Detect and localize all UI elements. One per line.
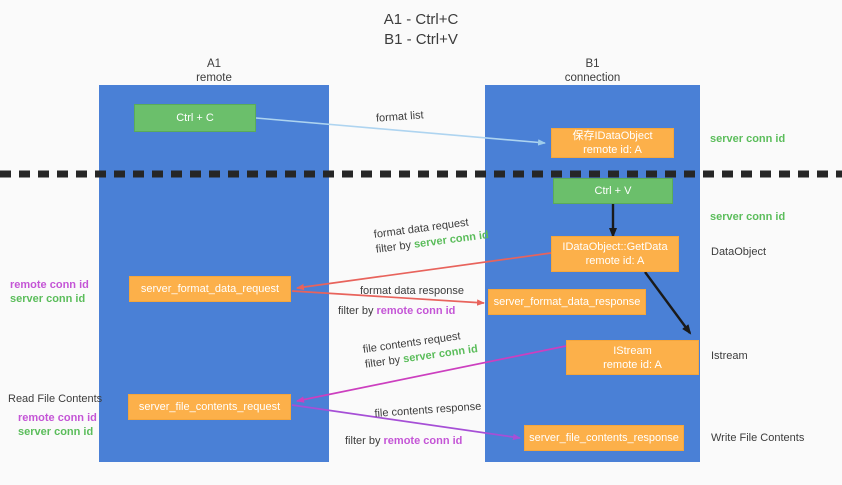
edge-label-format-data-response-filter: filter by remote conn id <box>338 304 455 319</box>
page-title: A1 - Ctrl+C B1 - Ctrl+V <box>0 10 842 50</box>
node-server-file-contents-response[interactable]: server_file_contents_response <box>524 425 684 451</box>
remote-conn-id-text-2: remote conn id <box>383 435 463 447</box>
node-istream[interactable]: IStream remote id: A <box>566 340 699 375</box>
annotation-right-dataobject: DataObject <box>711 246 767 258</box>
edge-label-format-list: format list <box>376 108 425 126</box>
node-ctrl-c-label: Ctrl + C <box>176 112 214 124</box>
node-server-format-data-response[interactable]: server_format_data_response <box>488 289 646 315</box>
filter-by-text-1: filter by <box>375 239 412 256</box>
node-istream-line2: remote id: A <box>603 358 662 371</box>
edge-label-format-data-response: format data response <box>360 284 464 299</box>
node-idataobject-getdata[interactable]: IDataObject::GetData remote id: A <box>551 236 679 272</box>
node-save-idataobject-line1: 保存IDataObject <box>572 130 653 142</box>
node-save-idataobject-line2: remote id: A <box>583 144 642 156</box>
edge-label-file-contents-response-filter: filter by remote conn id <box>345 434 462 449</box>
column-header-a1: A1 remote <box>99 57 329 85</box>
annotation-right-server-conn-id-1: server conn id <box>710 133 786 145</box>
column-b1-name: B1 <box>585 58 600 70</box>
node-ctrl-c[interactable]: Ctrl + C <box>134 104 256 132</box>
annotation-left-read-file-contents: Read File Contents <box>8 393 103 405</box>
node-getdata-line2: remote id: A <box>585 255 645 267</box>
node-istream-line1: IStream <box>613 344 652 357</box>
title-line-2: B1 - Ctrl+V <box>384 31 458 48</box>
annotation-left-server-conn-id-2: server conn id <box>18 426 94 438</box>
edge-file-contents-response-line1: file contents response <box>374 400 482 420</box>
edge-label-format-data-request: format data request filter by server con… <box>373 213 490 258</box>
annotation-right-server-conn-id-2: server conn id <box>710 211 786 223</box>
node-getdata-line1: IDataObject::GetData <box>562 241 668 253</box>
column-header-b1: B1 connection <box>485 57 700 85</box>
remote-conn-id-text-1: remote conn id <box>376 305 456 317</box>
annotation-left-remote-conn-id-1: remote conn id <box>10 279 89 291</box>
node-server-file-contents-request-label: server_file_contents_request <box>138 401 281 413</box>
edge-format-data-response-line1: format data response <box>360 285 464 297</box>
edge-label-file-contents-request: file contents request filter by server c… <box>362 327 479 373</box>
edge-label-file-contents-response: file contents response <box>374 400 482 422</box>
node-ctrl-v[interactable]: Ctrl + V <box>553 178 673 204</box>
filter-by-text-2: filter by <box>338 305 374 317</box>
annotation-right-istream: Istream <box>711 350 748 362</box>
node-ctrl-v-label: Ctrl + V <box>594 185 632 197</box>
annotation-left-server-conn-id-1: server conn id <box>10 293 86 305</box>
column-b1-sub: connection <box>564 72 621 84</box>
node-server-format-data-request[interactable]: server_format_data_request <box>129 276 291 302</box>
annotation-right-write-file-contents: Write File Contents <box>711 432 805 444</box>
title-line-1: A1 - Ctrl+C <box>383 11 459 28</box>
column-a1-sub: remote <box>196 72 232 84</box>
filter-by-text-4: filter by <box>345 435 381 447</box>
node-server-file-contents-request[interactable]: server_file_contents_request <box>128 394 291 420</box>
node-server-format-data-response-label: server_format_data_response <box>493 296 641 308</box>
annotation-left-remote-conn-id-2: remote conn id <box>18 412 97 424</box>
edge-label-format-list-text: format list <box>375 109 425 125</box>
filter-by-text-3: filter by <box>364 353 402 371</box>
node-save-idataobject[interactable]: 保存IDataObject remote id: A <box>551 128 674 158</box>
node-server-format-data-request-label: server_format_data_request <box>140 283 280 295</box>
node-server-file-contents-response-label: server_file_contents_response <box>529 432 679 444</box>
column-a1-name: A1 <box>206 58 222 70</box>
